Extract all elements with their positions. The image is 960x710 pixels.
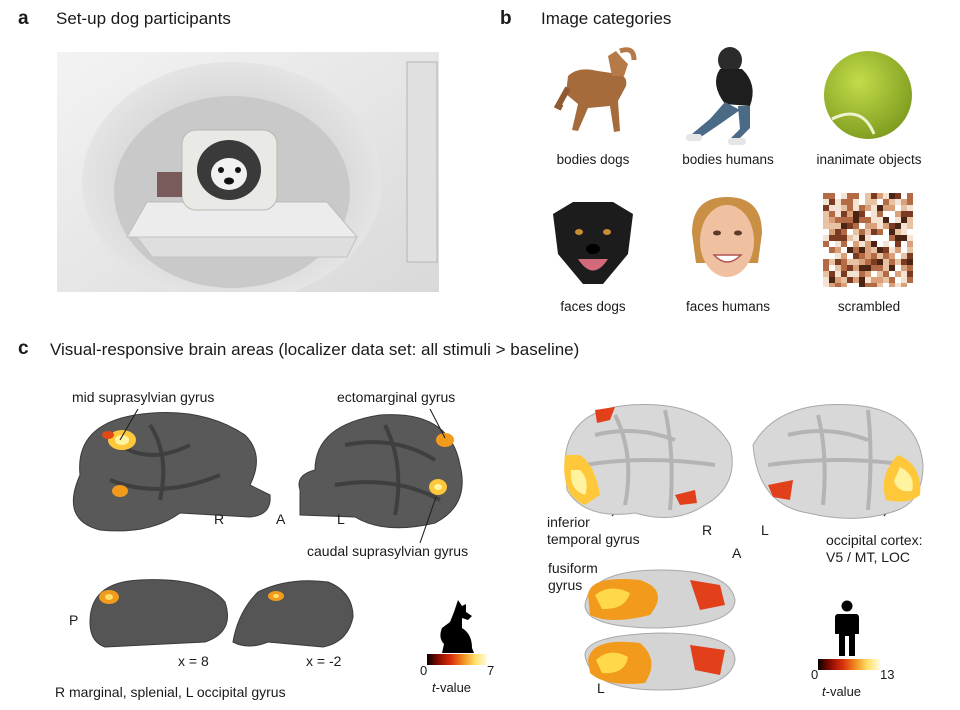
dog-colorbar — [427, 654, 487, 665]
human-colorbar-min: 0 — [811, 667, 819, 682]
label-dog-R: R — [214, 511, 225, 527]
mri-setup-photo — [57, 52, 439, 292]
dog-colorbar-max: 7 — [487, 663, 495, 678]
label-dog-P: P — [69, 612, 79, 628]
human-face-image — [684, 193, 770, 287]
label-mid-suprasylvian: mid suprasylvian gyrus — [72, 389, 215, 405]
dog-brain-right-lateral — [60, 405, 280, 540]
label-dog-L: L — [337, 511, 345, 527]
label-fusiform: fusiform gyrus — [548, 560, 598, 593]
label-human-L: L — [761, 522, 769, 538]
human-brain-right-lateral — [555, 395, 740, 530]
category-faces-dogs: faces dogs — [560, 299, 626, 314]
dog-sagittal-slice-2 — [228, 572, 358, 654]
category-inanimate-objects: inanimate objects — [816, 152, 922, 167]
human-colorbar-label-t: t — [822, 684, 826, 699]
human-colorbar-max: 13 — [880, 667, 895, 682]
label-inferior-temporal: inferior temporal gyrus — [547, 514, 640, 547]
label-caudal-suprasylvian: caudal suprasylvian gyrus — [307, 543, 469, 559]
panel-c-letter: c — [18, 338, 29, 359]
dog-body-image — [548, 46, 638, 146]
dog-colorbar-min: 0 — [420, 663, 428, 678]
dog-colorbar-label-rest: -value — [435, 680, 472, 695]
human-brain-left-lateral — [748, 395, 928, 530]
label-slice-x1: x = 8 — [178, 653, 209, 669]
human-brain-ventral — [580, 565, 740, 695]
category-bodies-humans: bodies humans — [682, 152, 774, 167]
panel-a-title: Set-up dog participants — [56, 9, 231, 28]
label-ectomarginal: ectomarginal gyrus — [337, 389, 456, 405]
category-bodies-dogs: bodies dogs — [556, 152, 630, 167]
scrambled-image — [823, 193, 913, 287]
label-occipital-cortex: occipital cortex: V5 / MT, LOC — [826, 532, 923, 565]
human-colorbar-label-rest: -value — [825, 684, 862, 699]
dog-brain-left-lateral — [285, 405, 515, 540]
dog-icon — [432, 598, 476, 654]
label-human-A: A — [732, 545, 742, 561]
panel-c-title: Visual-responsive brain areas (localizer… — [50, 340, 580, 359]
label-dog-A: A — [276, 511, 286, 527]
label-slice-x2: x = -2 — [306, 653, 342, 669]
human-icon — [832, 600, 862, 658]
panel-b-letter: b — [500, 8, 512, 29]
tennis-ball-image — [822, 49, 914, 141]
dog-colorbar-label-t: t — [432, 680, 436, 695]
panel-a-letter: a — [18, 8, 29, 29]
label-human-L-ventral: L — [597, 680, 605, 696]
panel-b-title: Image categories — [541, 9, 672, 28]
dog-face-image — [543, 194, 643, 290]
label-dog-regions: R marginal, splenial, L occipital gyrus — [55, 684, 286, 700]
category-scrambled: scrambled — [837, 299, 901, 314]
human-colorbar — [818, 659, 880, 670]
human-body-image — [670, 44, 785, 149]
category-faces-humans: faces humans — [685, 299, 771, 314]
dog-colorbar-label: t-value — [432, 680, 471, 695]
label-human-R: R — [702, 522, 713, 538]
human-colorbar-label: t-value — [822, 684, 861, 699]
dog-sagittal-slice-1 — [85, 572, 235, 654]
